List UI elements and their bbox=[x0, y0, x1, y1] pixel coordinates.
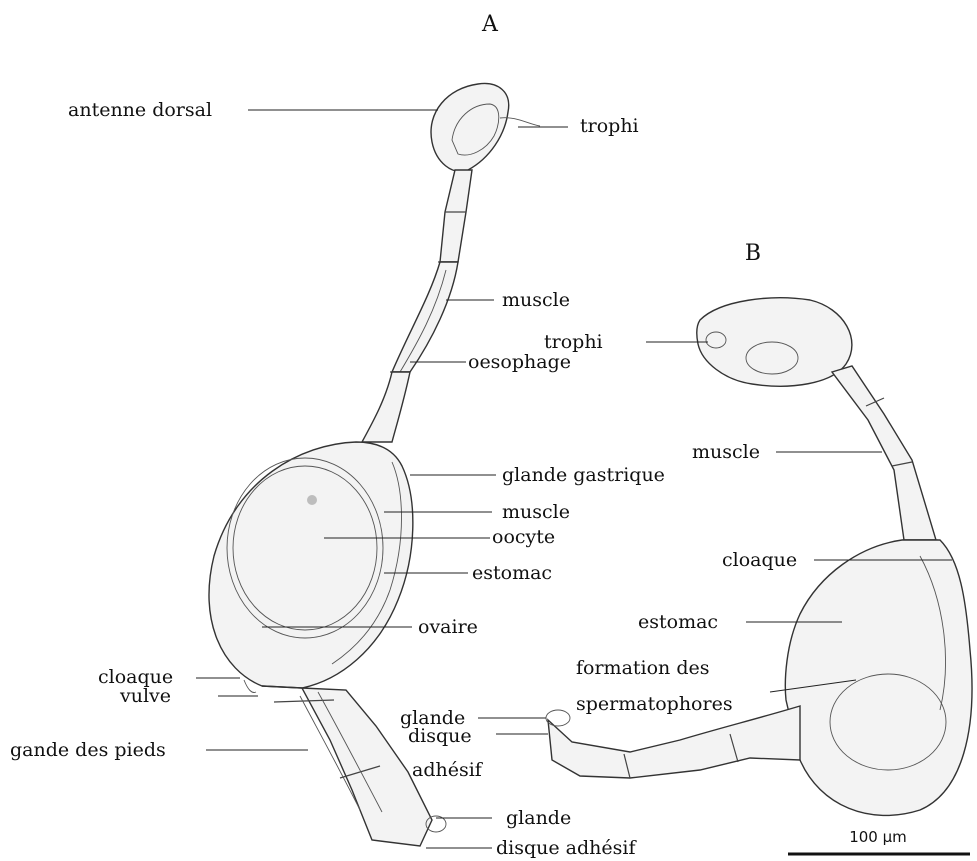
specimen-a-trunk bbox=[392, 262, 458, 372]
label-antenne-dorsal: antenne dorsal bbox=[68, 99, 212, 121]
label-estomac-b: estomac bbox=[638, 611, 718, 633]
nucleus bbox=[307, 495, 317, 505]
label-muscle-a-lower: muscle bbox=[502, 501, 570, 523]
panel-a-title: A bbox=[481, 12, 499, 37]
label-spermatophores: spermatophores bbox=[576, 693, 733, 715]
label-disque-adhesif-a: disque adhésif bbox=[496, 837, 637, 859]
label-gande-des-pieds: gande des pieds bbox=[10, 739, 166, 761]
label-glande-gastrique: glande gastrique bbox=[502, 464, 665, 486]
label-vulve: vulve bbox=[119, 685, 171, 707]
foot-gland-b bbox=[546, 710, 570, 726]
scale-bar: 100 µm bbox=[788, 828, 970, 854]
panel-b-title: B bbox=[745, 241, 761, 266]
label-glande-a: glande bbox=[506, 807, 571, 829]
label-formation-des: formation des bbox=[576, 657, 709, 679]
specimen-a-stomach-body bbox=[209, 442, 413, 688]
specimen-a-neck bbox=[440, 170, 472, 262]
specimen-a-trunk-lower bbox=[362, 372, 410, 442]
label-muscle-a-upper: muscle bbox=[502, 289, 570, 311]
label-disque-b: disque bbox=[408, 725, 472, 747]
panel-b-labels: trophi muscle cloaque estomac formation … bbox=[400, 331, 797, 781]
scale-bar-label: 100 µm bbox=[849, 828, 907, 846]
label-cloaque-b: cloaque bbox=[722, 549, 797, 571]
label-oesophage: oesophage bbox=[468, 351, 571, 373]
label-trophi-b: trophi bbox=[544, 331, 603, 353]
label-adhesif-b: adhésif bbox=[412, 759, 484, 781]
specimen-b-foot bbox=[548, 706, 800, 778]
specimen-b-neck bbox=[832, 366, 936, 540]
label-ovaire: ovaire bbox=[418, 616, 478, 638]
panel-a-specimen bbox=[209, 84, 540, 846]
label-estomac-a: estomac bbox=[472, 562, 552, 584]
label-oocyte: oocyte bbox=[492, 526, 555, 548]
label-trophi-a: trophi bbox=[580, 115, 639, 137]
specimen-b-stomach-body bbox=[785, 540, 972, 815]
label-muscle-b: muscle bbox=[692, 441, 760, 463]
